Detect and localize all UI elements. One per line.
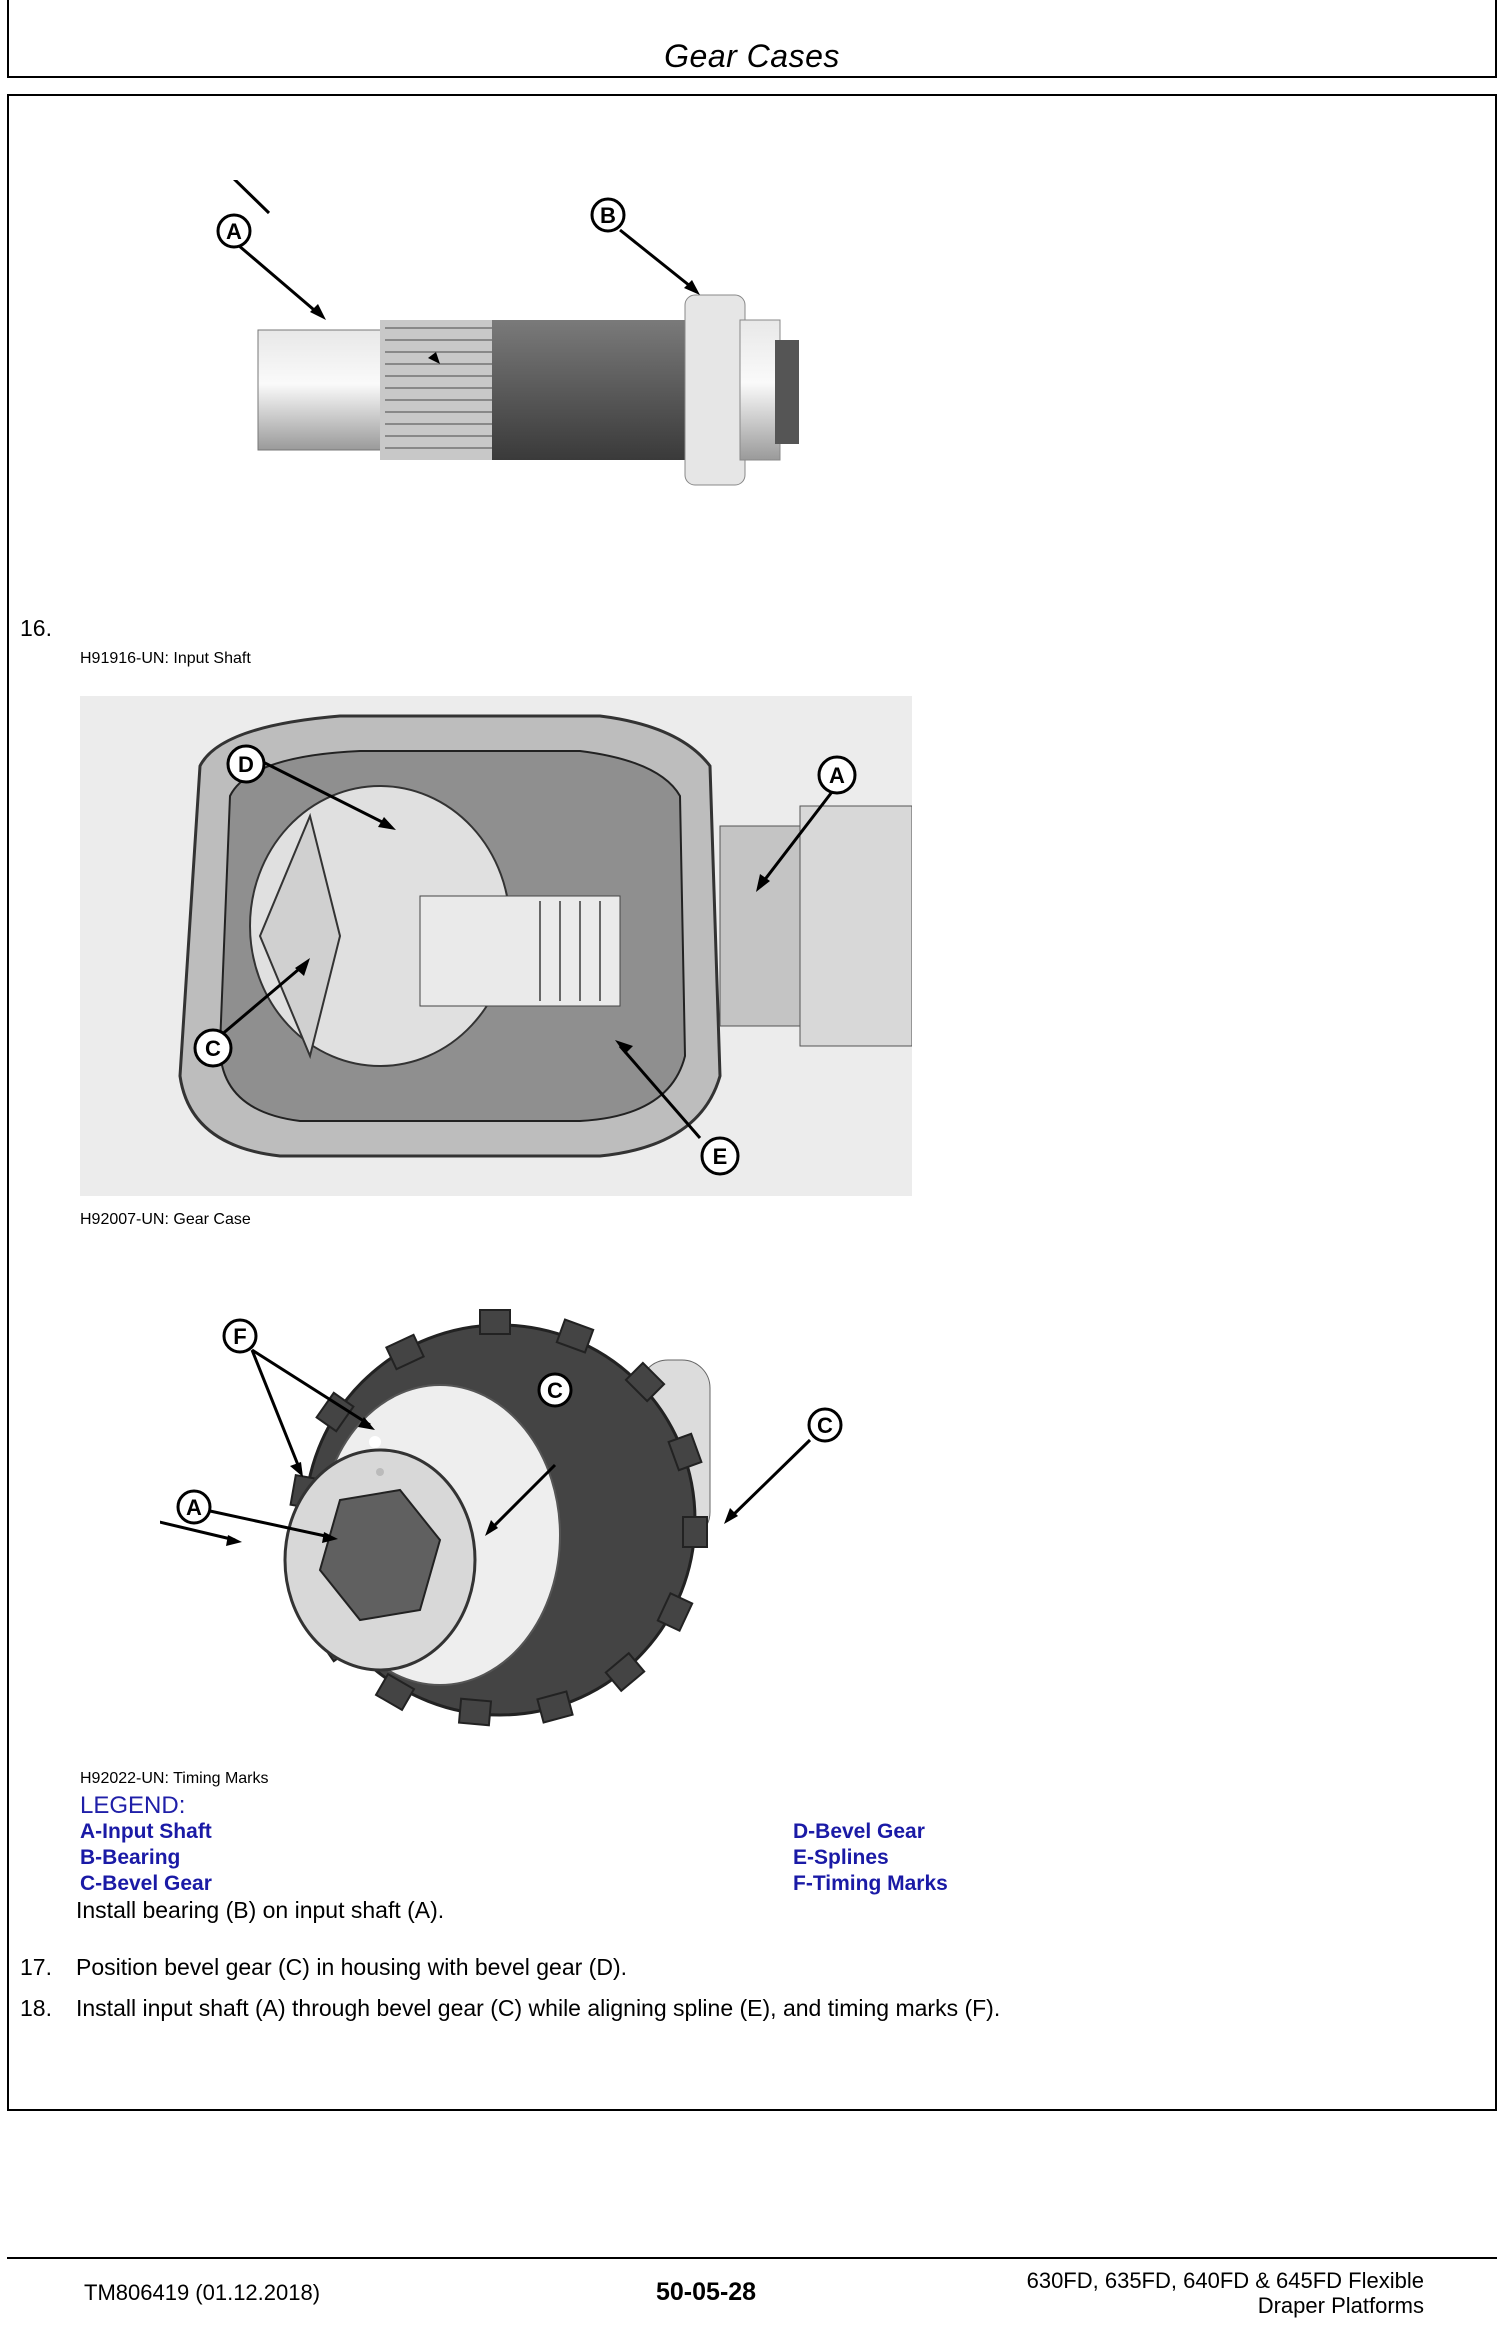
footer-doc-id: TM806419 (01.12.2018) xyxy=(84,2280,321,2305)
step-16-number: 16. xyxy=(20,615,52,641)
legend-item-c: C-Bevel Gear xyxy=(80,1872,212,1895)
legend-title: LEGEND: xyxy=(80,1792,186,1819)
legend-item-a: A-Input Shaft xyxy=(80,1820,212,1843)
step-18-text: Install input shaft (A) through bevel ge… xyxy=(76,1995,1001,2021)
callout-F: F xyxy=(233,1324,246,1349)
page-title: Gear Cases xyxy=(664,38,840,74)
page-header: Gear Cases xyxy=(7,0,1497,78)
figure-caption-input-shaft: H91916-UN: Input Shaft xyxy=(80,650,251,667)
step-17-text: Position bevel gear (C) in housing with … xyxy=(76,1954,627,1980)
callout-C: C xyxy=(547,1378,563,1403)
figure-caption-timing-marks: H92022-UN: Timing Marks xyxy=(80,1770,269,1787)
figure-timing-marks-callout-c: C xyxy=(724,1407,843,1524)
figure-gear-case: D A C E xyxy=(80,696,912,1196)
legend-item-e: E-Splines xyxy=(793,1846,889,1869)
step-16-text: Install bearing (B) on input shaft (A). xyxy=(76,1897,445,1923)
callout-C-overlay: C xyxy=(817,1413,833,1438)
callout-A: A xyxy=(186,1495,202,1520)
step-18-number: 18. xyxy=(20,1995,52,2021)
callout-E: E xyxy=(713,1144,728,1169)
footer-divider xyxy=(7,2257,1497,2259)
footer-page-number: 50-05-28 xyxy=(656,2278,757,2306)
callout-A: A xyxy=(226,219,242,244)
legend-item-d: D-Bevel Gear xyxy=(793,1820,925,1843)
callout-B: B xyxy=(600,203,616,228)
callout-D: D xyxy=(238,752,254,777)
legend-item-f: F-Timing Marks xyxy=(793,1872,948,1895)
figure-input-shaft xyxy=(232,180,799,486)
figure-timing-marks-callout-a: A xyxy=(176,1489,338,1543)
figure-timing-marks: F C xyxy=(160,1309,711,1727)
figure-input-shaft-callouts: A B xyxy=(216,197,700,320)
step-17-number: 17. xyxy=(20,1954,52,1980)
footer-product: 630FD, 635FD, 640FD & 645FD Flexible Dra… xyxy=(1026,2268,1424,2318)
figure-caption-gear-case: H92007-UN: Gear Case xyxy=(80,1211,251,1228)
legend-item-b: B-Bearing xyxy=(80,1846,181,1869)
content-frame xyxy=(7,94,1497,2111)
callout-A: A xyxy=(829,763,845,788)
callout-C: C xyxy=(205,1036,221,1061)
